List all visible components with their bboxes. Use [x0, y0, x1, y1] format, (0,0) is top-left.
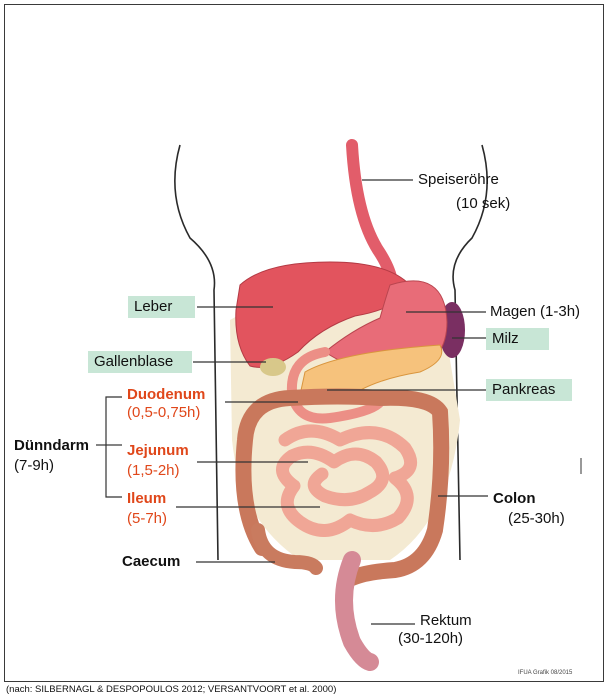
label-duenndarm-time: (7-9h): [14, 457, 54, 475]
label-speiseroehre-time: (10 sek): [456, 195, 510, 213]
label-caecum: Caecum: [122, 553, 180, 571]
label-duodenum-time: (0,5-0,75h): [127, 404, 200, 422]
label-duenndarm: Dünndarm: [14, 437, 89, 455]
label-ileum: Ileum: [127, 490, 166, 508]
label-duodenum: Duodenum: [127, 386, 205, 404]
watermark: IFUA Grafik 08/2015: [518, 670, 572, 676]
label-ileum-time: (5-7h): [127, 510, 167, 528]
gallbladder: [260, 358, 286, 376]
label-leber: Leber: [128, 296, 195, 318]
label-speiseroehre: Speiseröhre: [418, 171, 499, 189]
label-rektum-time: (30-120h): [398, 630, 463, 648]
esophagus: [352, 145, 392, 282]
label-pankreas: Pankreas: [486, 379, 572, 401]
label-colon-time: (25-30h): [508, 510, 565, 528]
label-jejunum: Jejunum: [127, 442, 189, 460]
label-jejunum-time: (1,5-2h): [127, 462, 180, 480]
label-gallenblase: Gallenblase: [88, 351, 192, 373]
label-colon: Colon: [493, 490, 536, 508]
label-magen: Magen (1-3h): [490, 303, 580, 321]
label-rektum: Rektum: [420, 612, 472, 630]
source-credit: (nach: SILBERNAGL & DESPOPOULOS 2012; VE…: [6, 684, 336, 695]
label-milz: Milz: [486, 328, 549, 350]
